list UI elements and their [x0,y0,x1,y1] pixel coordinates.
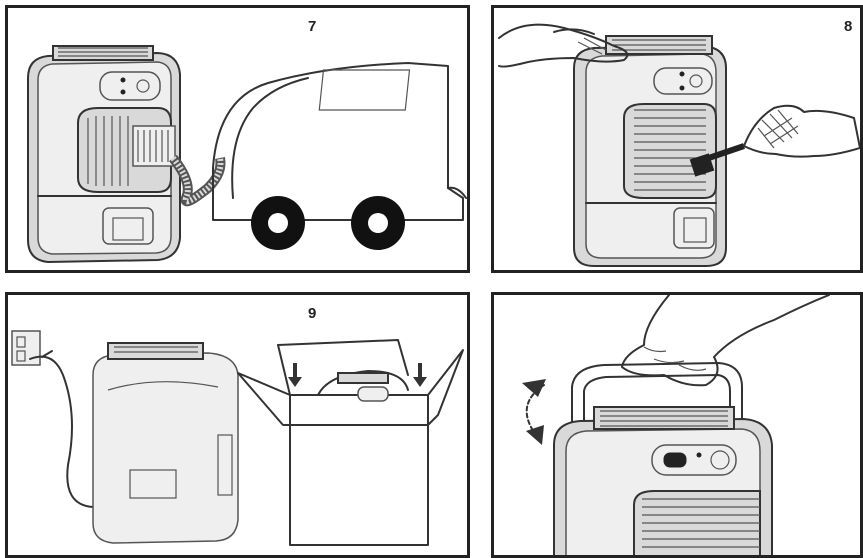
step-7-panel: 7 [5,5,470,273]
step-9-panel: 9 [5,292,470,558]
step-8-panel: 8 [491,5,863,273]
storage-packing-illustration [8,295,467,555]
carry-handle-illustration [494,295,860,555]
cleaning-filter-illustration [494,8,860,270]
dehumidifier-vacuum-illustration [8,8,467,270]
step-10-panel [491,292,863,558]
